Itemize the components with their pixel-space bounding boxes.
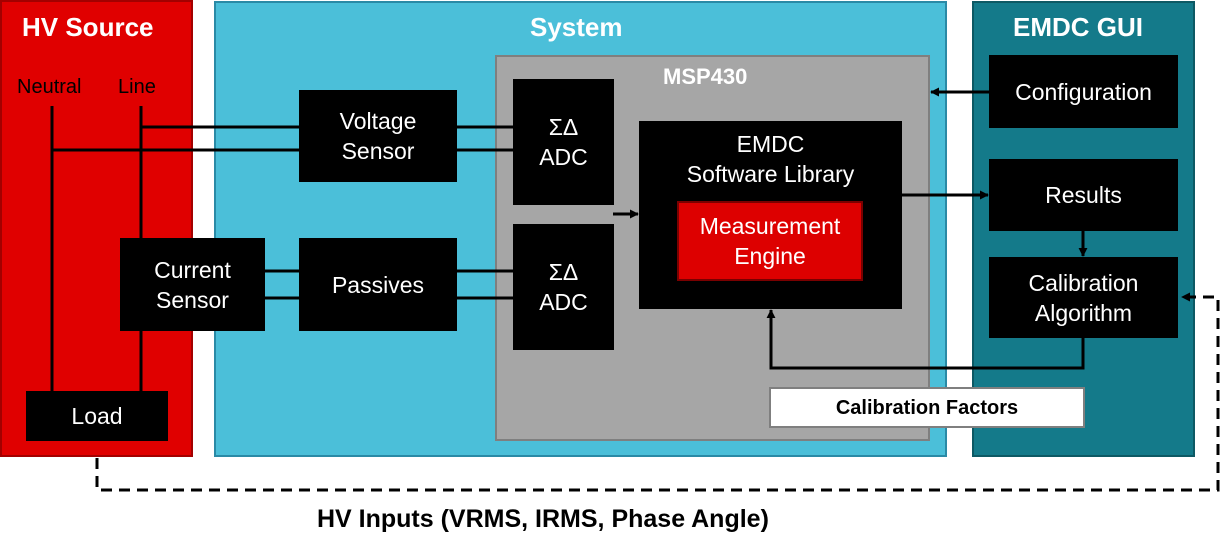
results-block: Results xyxy=(989,159,1178,231)
msp430-title: MSP430 xyxy=(663,64,748,89)
current-sensor-block: Current Sensor xyxy=(120,238,265,331)
system-title: System xyxy=(530,12,623,42)
configuration-block: Configuration xyxy=(989,55,1178,128)
neutral-label: Neutral xyxy=(17,76,82,98)
hv-source-title: HV Source xyxy=(22,12,154,42)
adc-top-block: ΣΔ ADC xyxy=(513,79,614,205)
calibration-algorithm-block: Calibration Algorithm xyxy=(989,257,1178,338)
voltage-sensor-block: Voltage Sensor xyxy=(299,90,457,182)
software-library-label: EMDC Software Library xyxy=(686,131,855,187)
load-block: Load xyxy=(26,391,168,441)
software-library-block: EMDC Software Library Measurement Engine xyxy=(639,121,902,309)
hv-source-panel xyxy=(0,0,193,457)
adc-bottom-block: ΣΔ ADC xyxy=(513,224,614,350)
hv-inputs-caption: HV Inputs (VRMS, IRMS, Phase Angle) xyxy=(317,505,769,533)
measurement-engine-block: Measurement Engine xyxy=(677,201,863,281)
calibration-factors-box: Calibration Factors xyxy=(769,387,1085,428)
emdc-gui-title: EMDC GUI xyxy=(1013,12,1143,42)
line-label: Line xyxy=(118,76,156,98)
passives-block: Passives xyxy=(299,238,457,331)
